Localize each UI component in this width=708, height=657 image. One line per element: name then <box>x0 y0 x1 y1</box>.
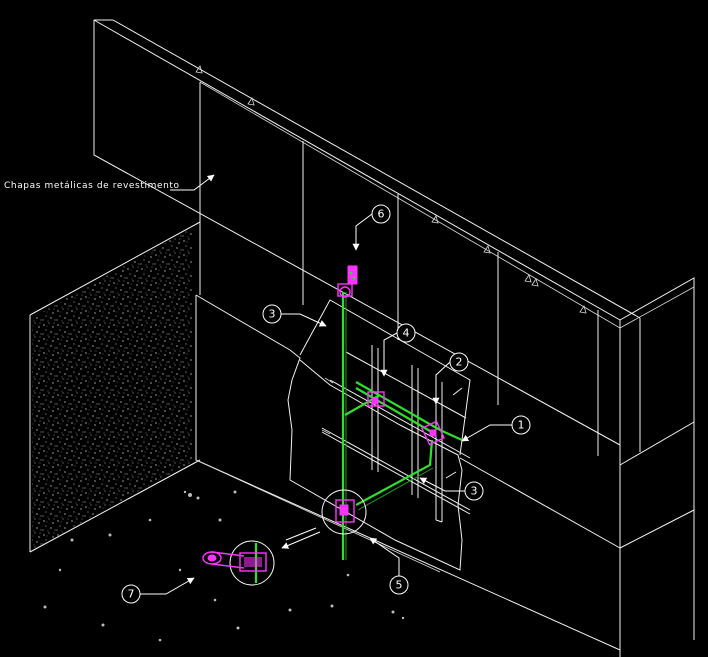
fittings <box>335 265 445 523</box>
callout-1: 1 <box>461 415 531 442</box>
callout-7: 7 <box>121 577 195 604</box>
callout-5: 5 <box>369 537 409 595</box>
tee-fitting <box>367 391 385 407</box>
svg-text:3: 3 <box>471 485 478 498</box>
callout-2: 2 <box>432 352 469 405</box>
top-valve-fitting <box>337 265 358 298</box>
elbow-fitting <box>421 420 445 446</box>
left-wall <box>29 221 201 553</box>
callout-3-lower: 3 <box>419 477 484 501</box>
svg-text:6: 6 <box>378 208 385 221</box>
callout-3-upper: 3 <box>262 304 327 327</box>
svg-text:4: 4 <box>403 327 410 340</box>
svg-text:3: 3 <box>269 308 276 321</box>
cladding-annotation: Chapas metálicas de revestimento <box>4 174 215 191</box>
cladding-wall <box>93 19 695 466</box>
cladding-label: Chapas metálicas de revestimento <box>4 181 180 191</box>
svg-text:5: 5 <box>396 579 403 592</box>
enlarged-detail <box>202 527 321 586</box>
detail-circle <box>321 489 367 535</box>
junction-fitting <box>335 499 355 523</box>
rebar-grid <box>321 345 471 523</box>
callout-4: 4 <box>380 323 416 377</box>
svg-text:7: 7 <box>128 588 135 601</box>
svg-text:2: 2 <box>456 356 463 369</box>
lower-wall <box>195 294 695 657</box>
callout-6: 6 <box>352 204 391 251</box>
floor-debris <box>43 490 405 642</box>
svg-text:1: 1 <box>518 419 525 432</box>
